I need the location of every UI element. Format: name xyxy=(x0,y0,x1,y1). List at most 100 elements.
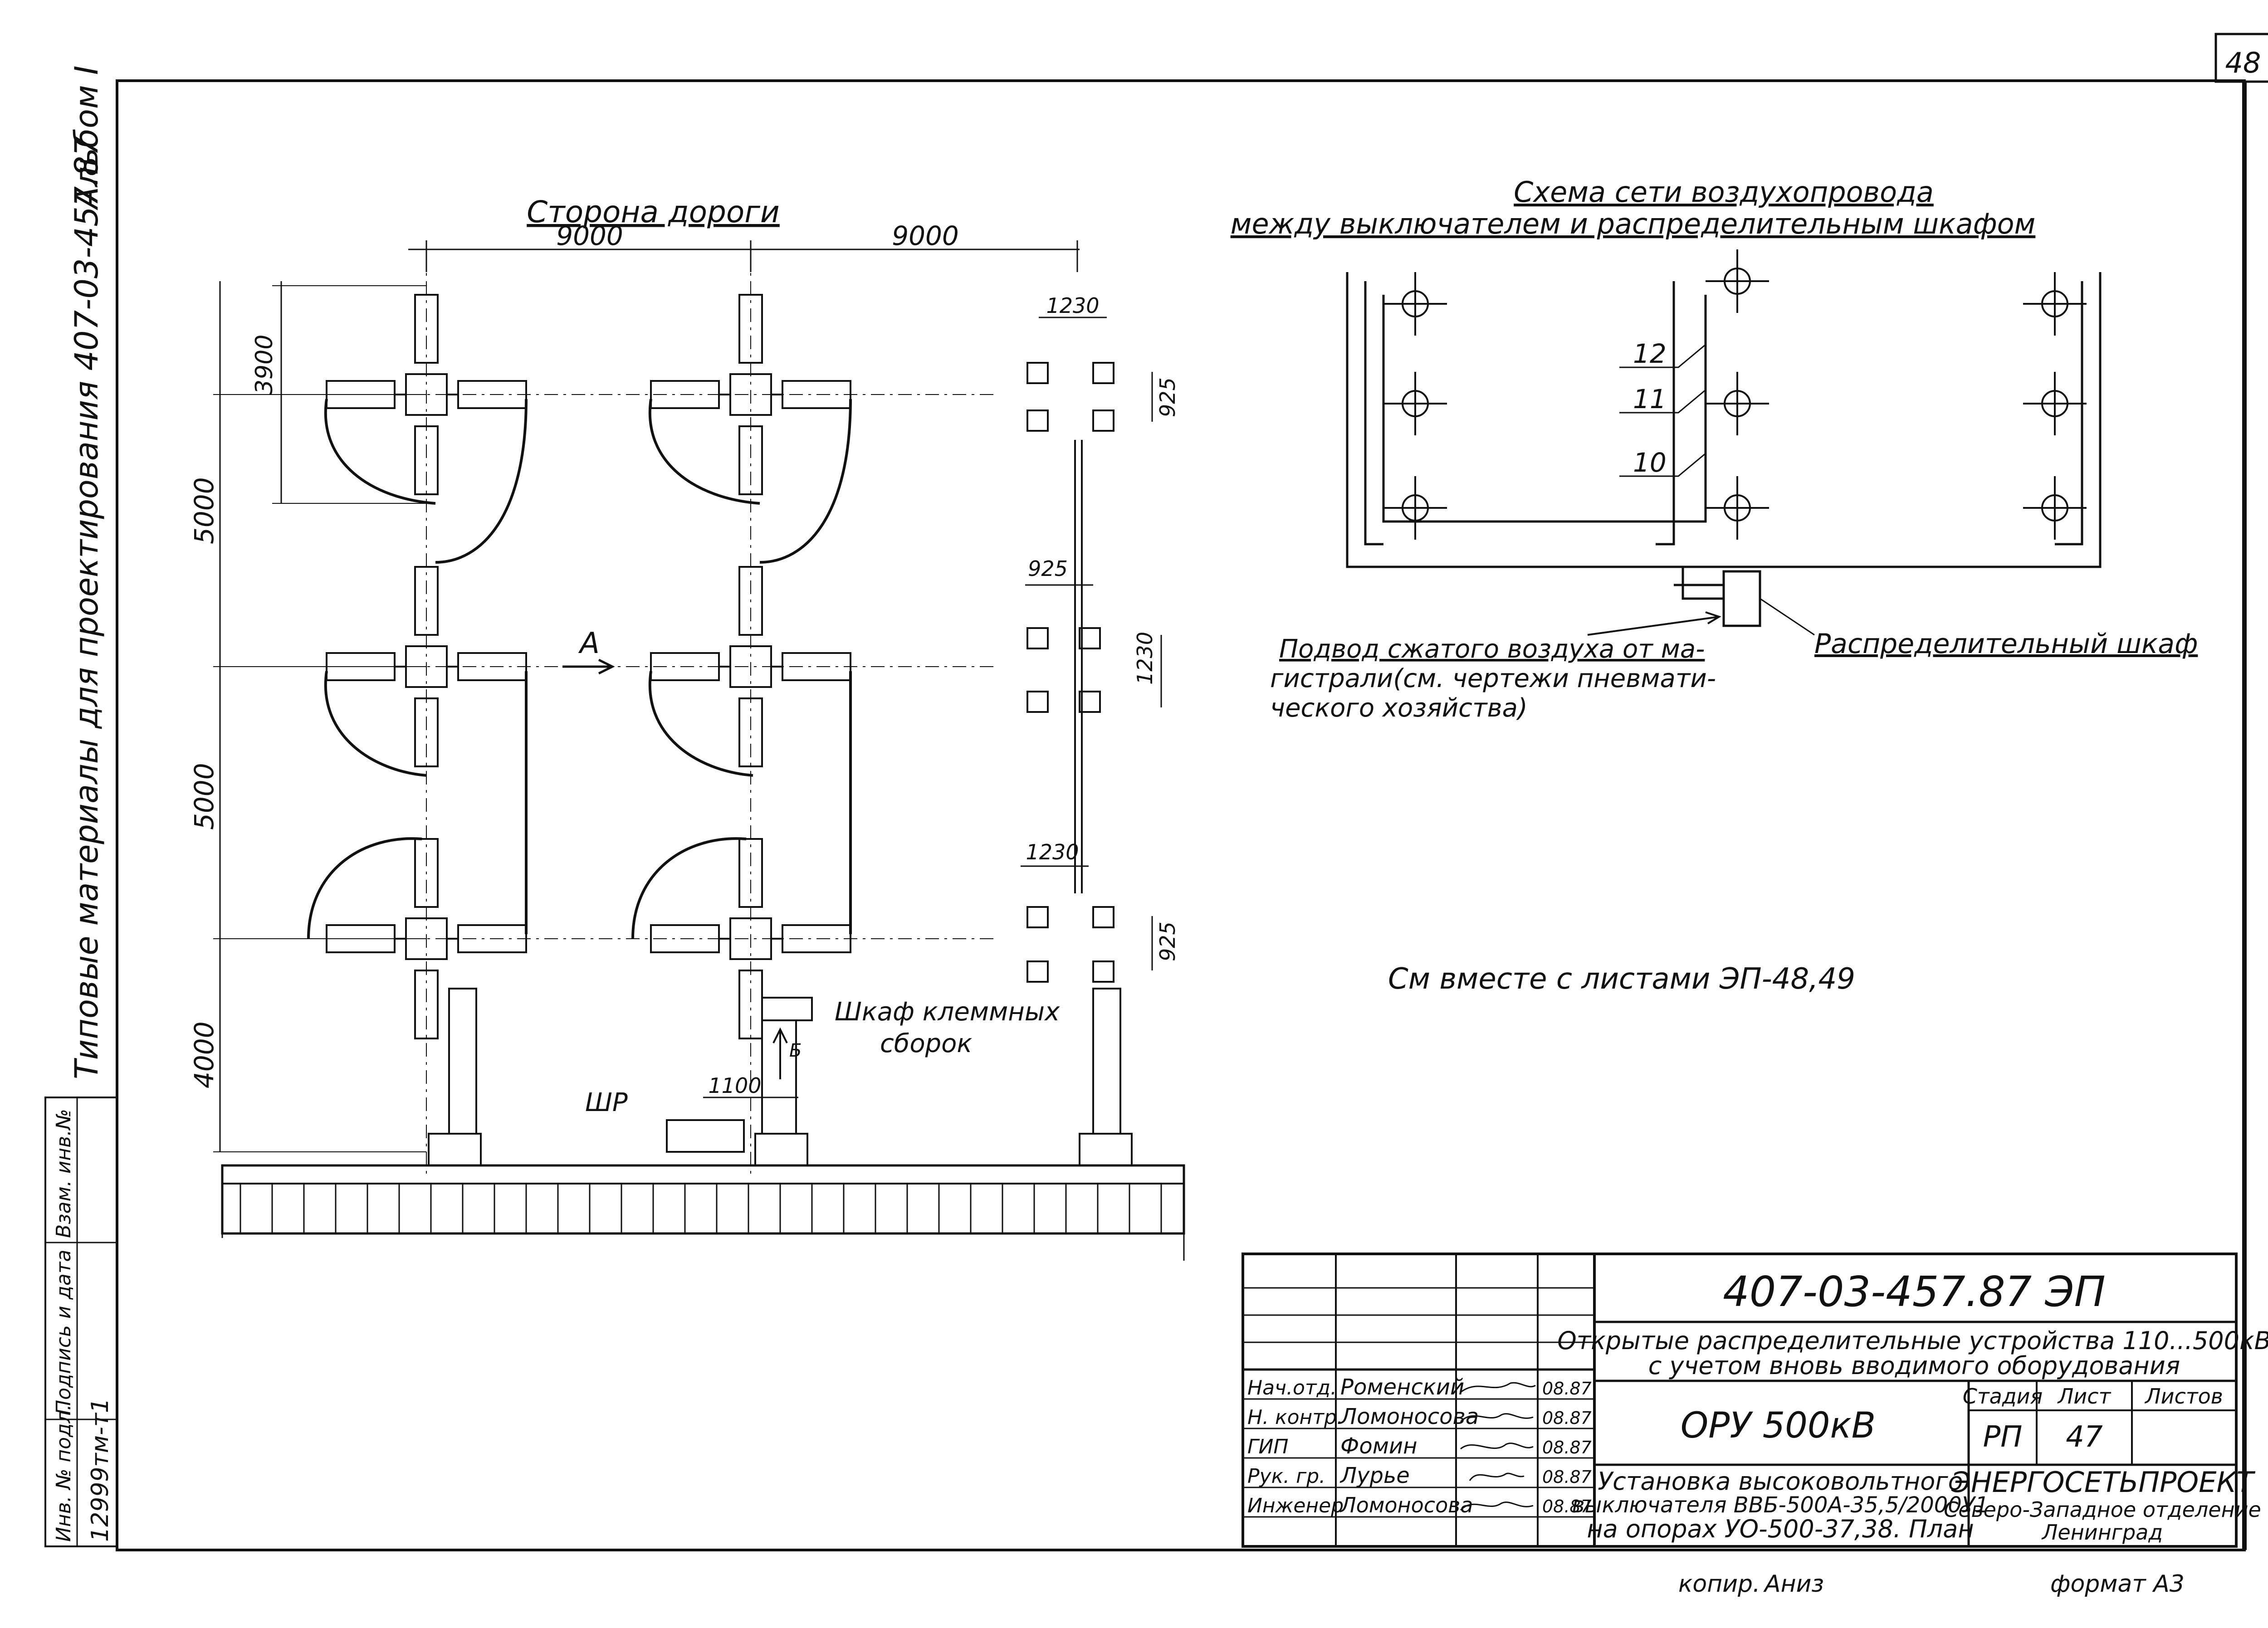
stage-value: РП xyxy=(1983,1420,2023,1454)
breaker-pole-1 xyxy=(326,294,527,495)
air-scheme-title-1: Схема сети воздухопровода xyxy=(1514,175,1934,209)
breaker-pole-5 xyxy=(326,838,527,1039)
callout-10: 10 xyxy=(1633,447,1667,478)
sheet-number: 47 xyxy=(2066,1420,2103,1454)
sheet-header: Лист xyxy=(2057,1384,2112,1409)
shr-cabinet xyxy=(666,1119,745,1153)
copied-label: копир. xyxy=(1678,1570,1760,1598)
side-stamp: Взам. инв.№ Подпись и дата Инв. № подл. … xyxy=(44,1097,118,1547)
support-bot-h: 925 xyxy=(1155,921,1180,961)
reference-note: См вместе с листами ЭП-48,49 xyxy=(1388,962,1855,996)
org-name: ЭНЕРГОСЕТЬПРОЕКТ xyxy=(1951,1466,2256,1499)
supply-line-3: ческого хозяйства) xyxy=(1270,693,1528,723)
road-side-label: Сторона дороги xyxy=(527,195,780,229)
staff-row-4: Рук. гр. Лурье 08.87 xyxy=(1247,1463,1592,1488)
org-city: Ленинград xyxy=(2041,1520,2163,1545)
support-mid-w: 925 xyxy=(1028,556,1068,581)
dim-4000: 4000 xyxy=(189,1021,220,1088)
project-line-1: Открытые распределительные устройства 11… xyxy=(1557,1326,2268,1355)
staff-name: Фомин xyxy=(1340,1433,1417,1459)
dim-3900: 3900 xyxy=(251,335,278,395)
plan-view: Сторона дороги 9000 9000 3900 5000 5000 … xyxy=(189,195,1185,1261)
staff-signature xyxy=(1460,1413,1534,1423)
staff-date: 08.87 xyxy=(1542,1408,1592,1428)
air-scheme: Схема сети воздухопровода между выключат… xyxy=(1231,175,2198,723)
dim-5000-b: 5000 xyxy=(189,763,220,830)
terminal-cabinet-label-1: Шкаф клеммных xyxy=(835,997,1060,1027)
sheet-title-3: на опорах УО-500-37,38. План xyxy=(1587,1515,1974,1543)
air-scheme-title-2: между выключателем и распределительным ш… xyxy=(1231,207,2036,240)
staff-date: 08.87 xyxy=(1542,1438,1592,1457)
staff-signature xyxy=(1460,1382,1536,1393)
copier-signature: Аниз xyxy=(1763,1570,1824,1598)
arrow-b-label: Б xyxy=(789,1040,802,1061)
arrow-a xyxy=(562,658,615,675)
connection-arcs xyxy=(307,399,852,939)
dim-span-2: 9000 xyxy=(892,220,959,251)
supply-line-1: Подвод сжатого воздуха от ма- xyxy=(1279,634,1705,664)
stage-header: Стадия xyxy=(1963,1384,2043,1409)
object-name: ОРУ 500кВ xyxy=(1681,1405,1876,1446)
air-valves xyxy=(1383,249,2087,540)
support-top: 1230 925 xyxy=(1026,293,1180,432)
stamp-inv-original: Инв. № подл. xyxy=(52,1404,75,1542)
staff-signature xyxy=(1460,1443,1534,1450)
format-label: формат А3 xyxy=(2050,1570,2185,1598)
staff-date: 08.87 xyxy=(1542,1467,1592,1487)
staff-date: 08.87 xyxy=(1542,1379,1592,1399)
staff-row-1: Нач.отд. Роменский 08.87 xyxy=(1247,1375,1592,1400)
staff-date: 08.87 xyxy=(1542,1496,1592,1516)
org-branch: Северо-Западное отделение xyxy=(1944,1497,2261,1522)
dim-5000-a: 5000 xyxy=(189,477,220,544)
breaker-pole-3 xyxy=(326,566,527,767)
callout-11: 11 xyxy=(1633,384,1667,414)
arrow-b xyxy=(772,1027,788,1079)
sheet-title-1: Установка высоковольтного xyxy=(1598,1467,1963,1496)
dim-span-1: 9000 xyxy=(556,220,623,251)
support-mid-h: 1230 xyxy=(1133,632,1157,685)
staff-role: Нач.отд. xyxy=(1247,1376,1337,1399)
callout-12: 12 xyxy=(1633,338,1667,369)
support-bot: 1230 925 xyxy=(1021,840,1180,983)
arrow-a-label: А xyxy=(578,627,600,660)
project-line-2: с учетом вновь вводимого оборудования xyxy=(1648,1351,2180,1380)
title-block: 407-03-457.87 ЭП Открытые распределитель… xyxy=(1242,1253,2268,1548)
page-number-box xyxy=(2214,33,2268,83)
stamp-replace-inv: Взам. инв.№ xyxy=(52,1109,75,1238)
breaker-pole-4 xyxy=(650,566,851,767)
stamp-signature-date: Подпись и дата xyxy=(52,1250,75,1415)
support-bot-w: 1230 xyxy=(1026,840,1079,864)
staff-signature xyxy=(1460,1501,1534,1511)
staff-row-3: ГИП Фомин 08.87 xyxy=(1247,1433,1592,1459)
support-top-h: 925 xyxy=(1155,377,1180,417)
staff-name: Лурье xyxy=(1339,1463,1410,1488)
portal-right xyxy=(1092,988,1121,1135)
staff-name: Ломоносова xyxy=(1339,1493,1473,1517)
shr-label: ШР xyxy=(585,1088,628,1117)
distribution-cabinet-label: Распределительный шкаф xyxy=(1814,628,2198,660)
staff-row-2: Н. контр. Ломоносова 08.87 xyxy=(1247,1404,1592,1429)
sheets-header: Листов xyxy=(2144,1384,2223,1409)
staff-name: Ломоносова xyxy=(1339,1404,1479,1429)
distribution-cabinet xyxy=(1722,570,1761,627)
margin-title: Типовые материалы для проектирования 407… xyxy=(68,136,105,1079)
staff-role: Инженер xyxy=(1247,1494,1344,1517)
terminal-cabinet-label-2: сборок xyxy=(880,1029,972,1058)
staff-name: Роменский xyxy=(1340,1375,1464,1400)
dim-1100: 1100 xyxy=(708,1073,761,1098)
album-label: Альбом I xyxy=(68,65,105,210)
staff-signature xyxy=(1469,1472,1525,1481)
portal-left xyxy=(448,988,477,1135)
doc-code: 407-03-457.87 ЭП xyxy=(1723,1267,2106,1316)
terminal-cabinet xyxy=(761,997,813,1021)
support-top-w: 1230 xyxy=(1046,293,1099,318)
support-mid: 925 1230 xyxy=(1025,556,1162,713)
stamp-inv-number: 12999тм-т1 xyxy=(87,1398,114,1542)
breaker-pole-2 xyxy=(650,294,851,495)
staff-role: Рук. гр. xyxy=(1247,1465,1325,1488)
cable-trench xyxy=(221,1164,1185,1261)
staff-role: Н. контр. xyxy=(1247,1406,1343,1429)
supply-line-2: гистрали(см. чертежи пневмати- xyxy=(1270,664,1716,693)
page-number: 48 xyxy=(2225,46,2261,79)
